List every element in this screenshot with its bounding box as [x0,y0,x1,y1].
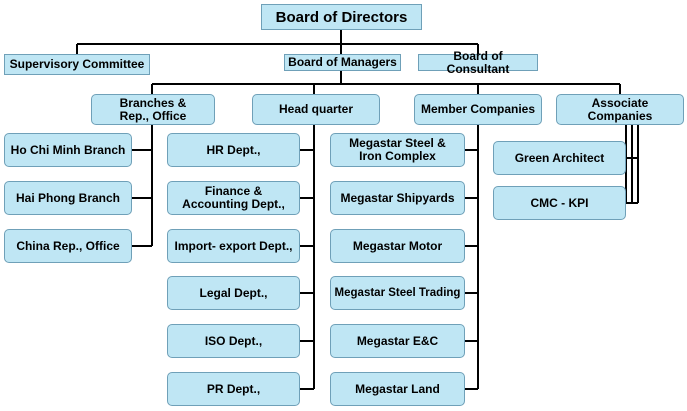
member-land: Megastar Land [330,372,465,406]
associate-green-architect: Green Architect [493,141,626,175]
branch-china-rep-office: China Rep., Office [4,229,132,263]
board-of-consultant: Board of Consultant [418,49,538,75]
branch-ho-chi-minh: Ho Chi Minh Branch [4,133,132,167]
dept-iso: ISO Dept., [167,324,300,358]
division-headquarter: Head quarter [252,94,380,125]
dept-pr: PR Dept., [167,372,300,406]
member-steel-trading: Megastar Steel Trading [330,276,465,310]
dept-hr: HR Dept., [167,133,300,167]
dept-finance-accounting: Finance & Accounting Dept., [167,181,300,215]
board-of-managers: Board of Managers [284,54,401,71]
branch-hai-phong: Hai Phong Branch [4,181,132,215]
dept-import-export: Import- export Dept., [167,229,300,263]
division-associate-companies: Associate Companies [556,94,684,125]
division-member-companies: Member Companies [414,94,542,125]
member-steel-iron-complex: Megastar Steel & Iron Complex [330,133,465,167]
member-shipyards: Megastar Shipyards [330,181,465,215]
member-e-and-c: Megastar E&C [330,324,465,358]
member-motor: Megastar Motor [330,229,465,263]
division-branches: Branches & Rep., Office [91,94,215,125]
associate-cmc-kpi: CMC - KPI [493,186,626,220]
board-of-directors: Board of Directors [261,4,422,30]
dept-legal: Legal Dept., [167,276,300,310]
supervisory-committee: Supervisory Committee [4,54,150,75]
